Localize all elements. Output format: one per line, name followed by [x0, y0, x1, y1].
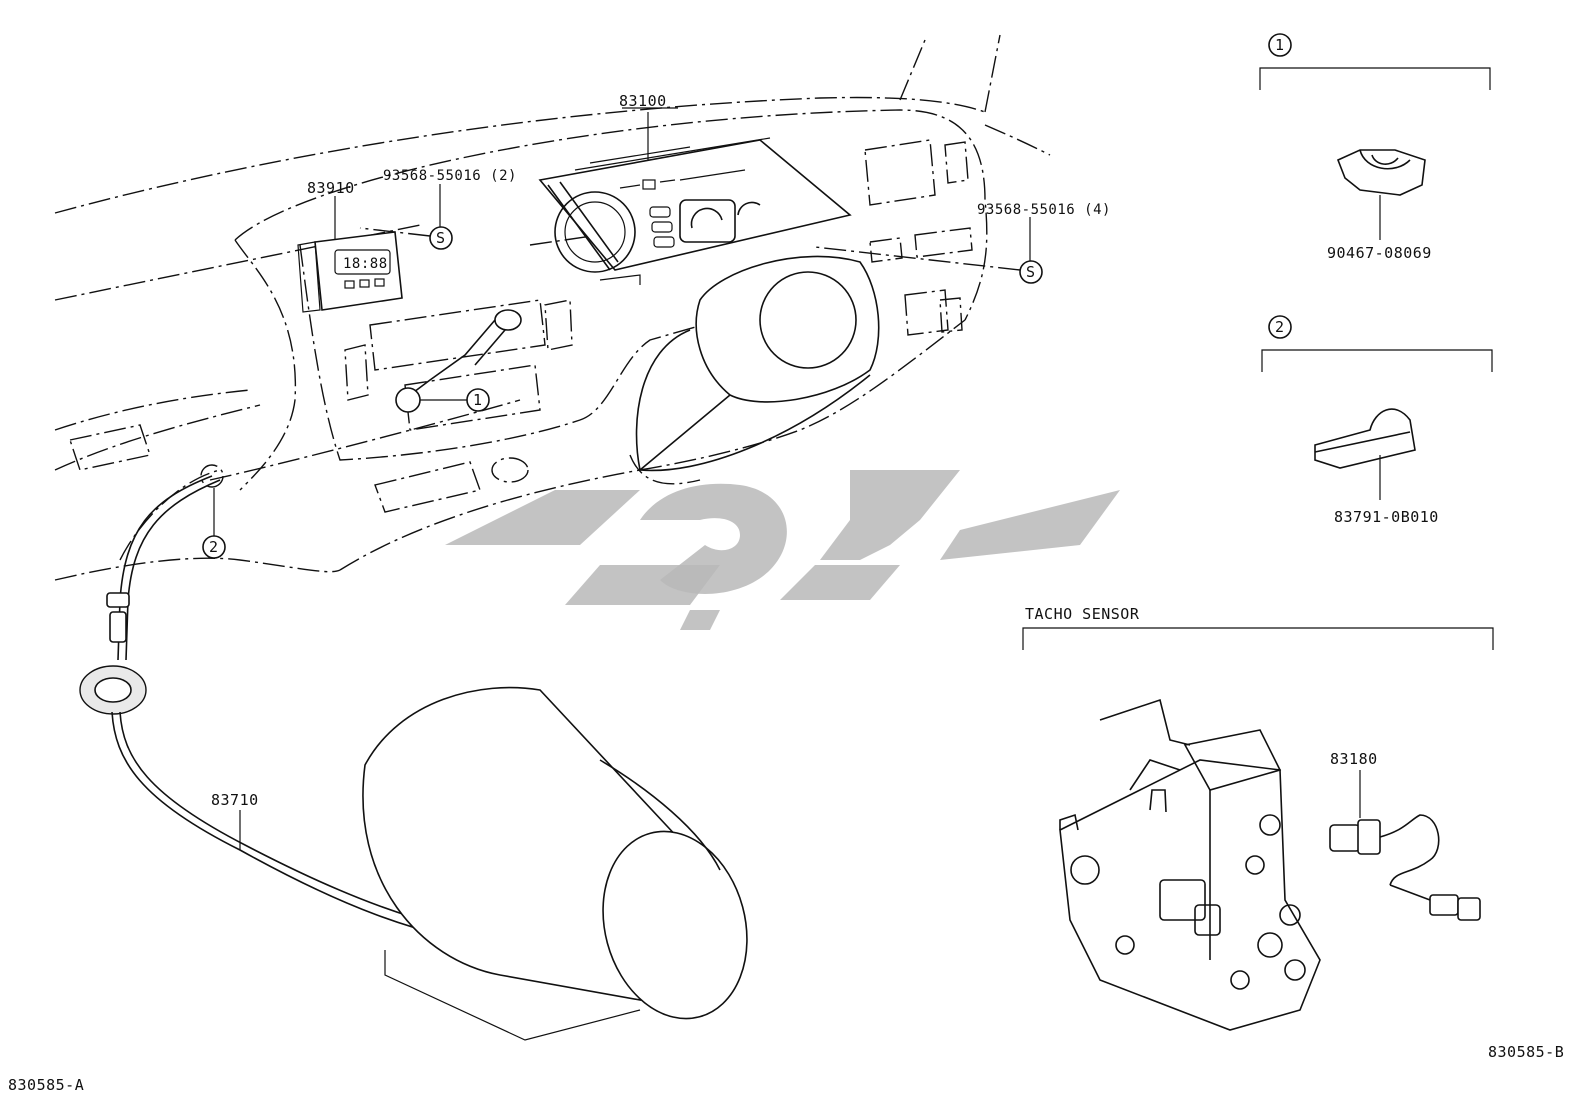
detail-1-marker: 1: [1275, 36, 1284, 54]
label-83791-0b010: 83791-0B010: [1334, 508, 1439, 526]
label-83710: 83710: [211, 791, 259, 809]
label-93568-55016-2: 93568-55016 (2): [383, 168, 517, 184]
screw-callout-left: S: [436, 229, 445, 247]
tacho-sensor-section: TACHO SENSOR 83180: [1022, 605, 1494, 1031]
cable-connector-upper: [395, 309, 522, 413]
label-83910: 83910: [307, 179, 355, 197]
steering-column: [635, 255, 880, 472]
figure-code-left: 830585-A: [8, 1076, 84, 1094]
callouts-left: 83100 83910 93568-55016 (2) S 93568-5501…: [202, 92, 1111, 809]
label-83100: 83100: [619, 92, 667, 110]
clock-readout: 18:88: [343, 256, 388, 272]
detail-2: 2 83791-0B010: [1261, 315, 1493, 526]
transmission-housing: [239, 686, 748, 1041]
ref-callout-1: 1: [473, 391, 482, 409]
screw-callout-right: S: [1026, 263, 1035, 281]
detail-2-marker: 2: [1275, 318, 1284, 336]
watermark-logo: [445, 470, 1120, 630]
combination-meter: [538, 137, 852, 285]
detail-1: 1 90467-08069: [1259, 33, 1491, 262]
tacho-sensor-title: TACHO SENSOR: [1025, 605, 1140, 623]
dashboard-outline: [54, 34, 1051, 581]
ref-callout-2: 2: [209, 538, 218, 556]
clock-unit: 18:88: [297, 231, 403, 313]
label-93568-55016-4: 93568-55016 (4): [977, 202, 1111, 218]
label-90467-08069: 90467-08069: [1327, 244, 1432, 262]
label-83180: 83180: [1330, 750, 1378, 768]
figure-code-right: 830585-B: [1488, 1043, 1564, 1061]
